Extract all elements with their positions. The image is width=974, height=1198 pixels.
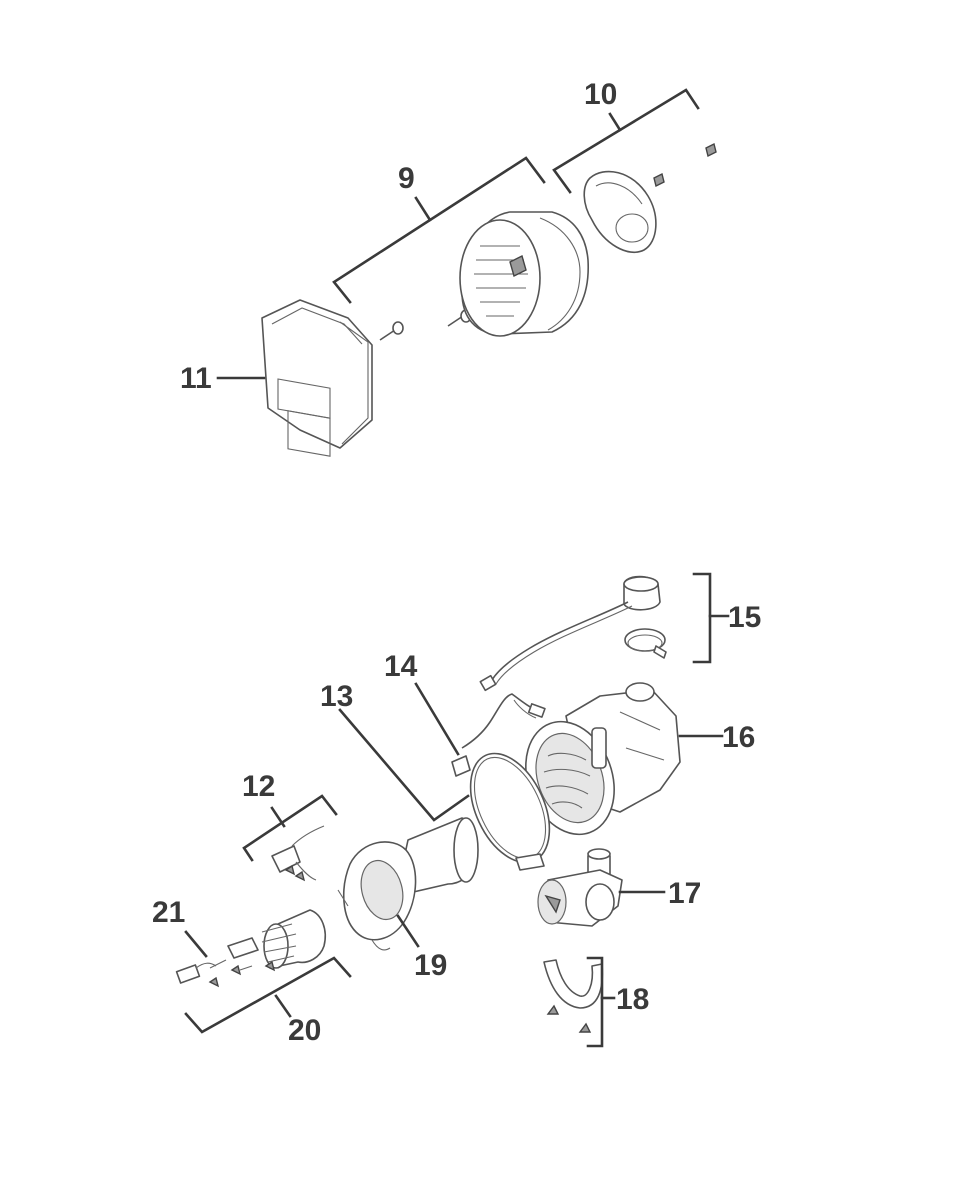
part-10-screw-b	[705, 142, 717, 158]
callout-11: 11	[180, 362, 212, 395]
part-15-clamp	[624, 628, 667, 659]
bracket-10	[552, 88, 700, 194]
part-17-water-pump	[537, 848, 623, 927]
part-14-fuel-line	[451, 693, 546, 777]
leader-19	[396, 914, 420, 948]
part-12-wiring	[271, 825, 325, 882]
part-18-bracket	[543, 959, 604, 1033]
part-13-gasket	[469, 752, 551, 871]
bracket-15	[692, 572, 730, 664]
leader-21	[184, 930, 208, 958]
callout-14: 14	[384, 650, 418, 683]
part-20-fan-assembly	[208, 909, 326, 988]
bracket-9	[332, 156, 546, 304]
bracket-18	[586, 956, 616, 1048]
part-10-back-plate	[583, 170, 657, 254]
callout-21: 21	[152, 896, 185, 929]
part-11-cover	[261, 299, 373, 457]
callout-18: 18	[616, 983, 649, 1016]
bracket-20	[184, 956, 352, 1034]
leader-13	[338, 708, 470, 822]
callout-19: 19	[414, 949, 447, 982]
part-21-connector	[175, 962, 217, 984]
callout-20: 20	[288, 1014, 321, 1047]
callout-12: 12	[242, 770, 275, 803]
callout-16: 16	[722, 721, 755, 754]
part-9-housing	[459, 211, 589, 337]
callout-9: 9	[398, 162, 415, 195]
part-15-sensor	[479, 575, 661, 692]
leader-14	[414, 682, 460, 756]
part-10-screw-a	[653, 172, 665, 188]
screw-left	[379, 321, 404, 341]
bracket-12	[242, 794, 338, 862]
part-16-heat-exchanger	[525, 682, 681, 836]
callout-15: 15	[728, 601, 761, 634]
callout-17: 17	[668, 877, 701, 910]
callout-13: 13	[320, 680, 353, 713]
part-19-burner	[337, 817, 479, 951]
callout-10: 10	[584, 78, 617, 111]
